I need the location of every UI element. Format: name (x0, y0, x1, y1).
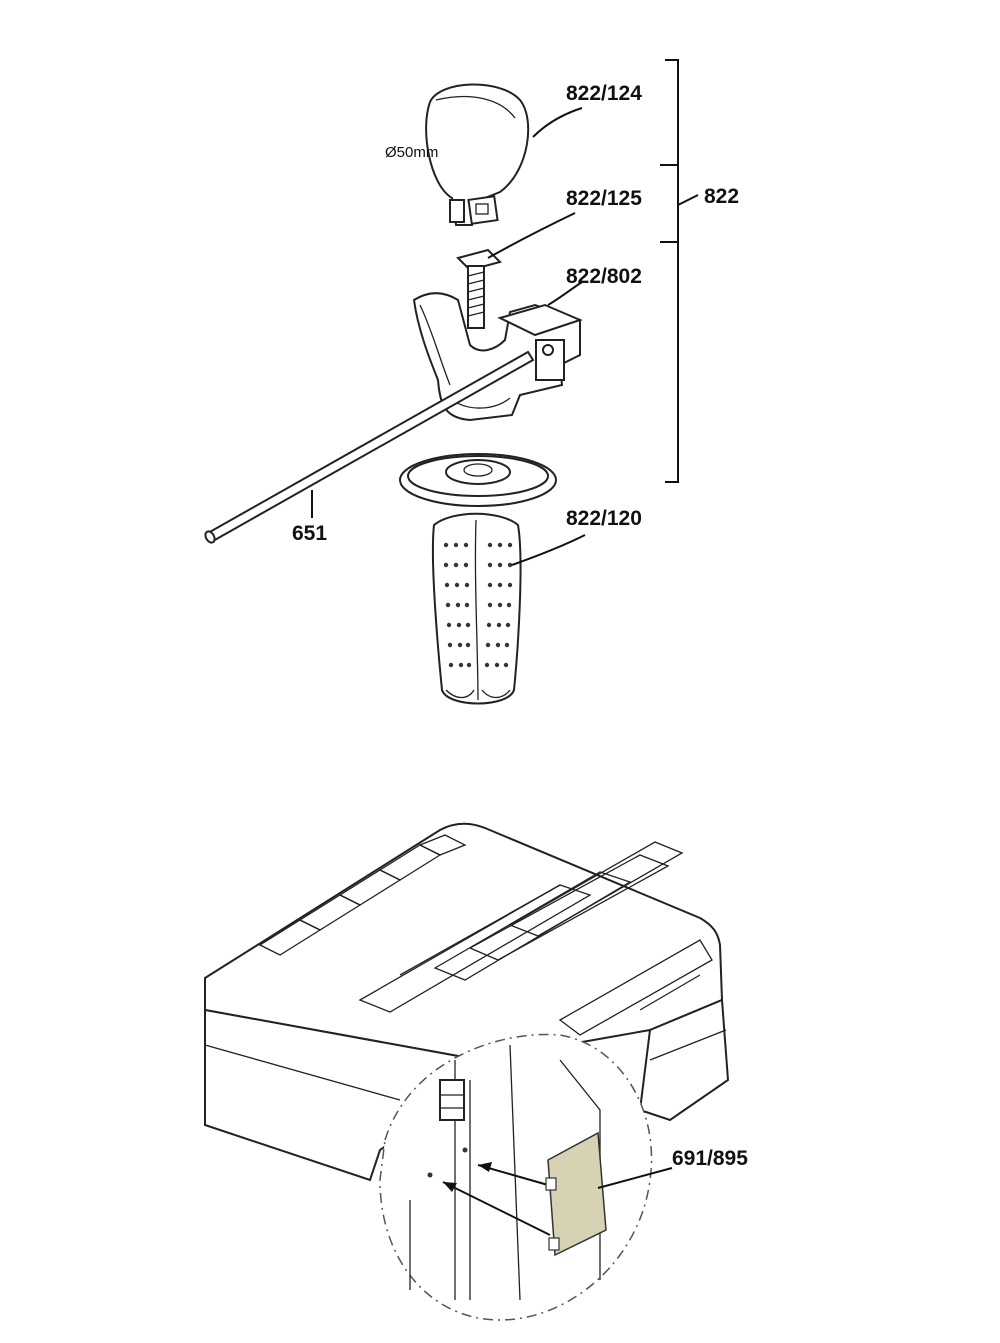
leader-lines-upper (311, 59, 699, 566)
label-screw-bolt: 822/125 (566, 187, 642, 210)
clamp-housing (412, 292, 583, 422)
label-assembly: 822 (704, 185, 739, 208)
detail-magnifier (379, 1033, 653, 1321)
label-band-clamp: 822/124 (566, 82, 642, 105)
handle (399, 453, 557, 705)
label-case-part: 691/895 (672, 1147, 748, 1170)
depth-rod (204, 350, 535, 544)
carrying-case (204, 822, 730, 1182)
label-depth-rod: 651 (292, 522, 327, 545)
label-handle: 822/120 (566, 507, 642, 530)
band-clamp (425, 83, 530, 226)
leader-case-part (597, 1167, 673, 1189)
screw-bolt (456, 248, 502, 329)
label-band-dimension: Ø50mm (385, 144, 438, 161)
label-clamp-housing: 822/802 (566, 265, 642, 288)
